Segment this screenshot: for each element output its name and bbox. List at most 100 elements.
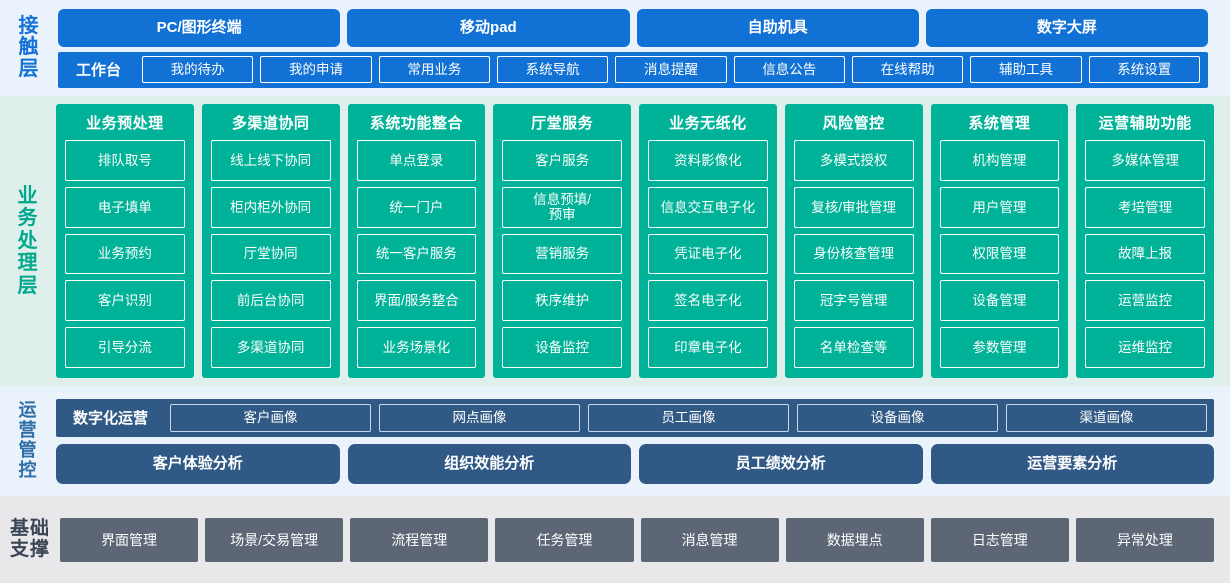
- access-layer-body: PC/图形终端 移动pad 自助机具 数字大屏 工作台 我的待办 我的申请 常用…: [58, 8, 1224, 88]
- business-column-items: 机构管理 用户管理 权限管理 设备管理 参数管理: [939, 140, 1060, 368]
- base-support-layer-label: 基础 支撑: [0, 517, 60, 561]
- business-column-items: 多模式授权 复核/审批管理 身份核查管理 冠字号管理 名单检查等: [793, 140, 914, 368]
- workbench-item-message-reminder[interactable]: 消息提醒: [615, 56, 727, 83]
- business-item[interactable]: 柜内柜外协同: [210, 186, 331, 228]
- business-column-items: 单点登录 统一门户 统一客户服务 界面/服务整合 业务场景化: [356, 140, 477, 368]
- business-item[interactable]: 统一门户: [356, 186, 477, 228]
- portrait-item-branch[interactable]: 网点画像: [379, 403, 581, 432]
- business-item[interactable]: 机构管理: [939, 140, 1060, 181]
- operations-label-char-0: 运: [18, 400, 38, 421]
- business-item[interactable]: 名单检查等: [793, 327, 914, 368]
- business-column-items: 客户服务 信息预填/ 预审 营销服务 秩序维护 设备监控: [502, 140, 622, 368]
- business-item[interactable]: 多模式授权: [793, 140, 914, 181]
- analysis-item-operation-elements[interactable]: 运营要素分析: [930, 443, 1214, 484]
- channel-item-digital-screen[interactable]: 数字大屏: [925, 8, 1208, 47]
- business-item[interactable]: 电子填单: [65, 186, 185, 228]
- business-item[interactable]: 营销服务: [502, 233, 622, 275]
- business-item[interactable]: 身份核查管理: [793, 233, 914, 275]
- business-columns: 业务预处理 排队取号 电子填单 业务预约 客户识别 引导分流 多渠道协同 线上线…: [56, 104, 1214, 378]
- business-item[interactable]: 客户识别: [65, 280, 185, 322]
- business-item[interactable]: 前后台协同: [210, 280, 331, 322]
- analysis-row: 客户体验分析 组织效能分析 员工绩效分析 运营要素分析: [56, 443, 1214, 484]
- business-item[interactable]: 秩序维护: [502, 280, 622, 322]
- portrait-item-device[interactable]: 设备画像: [797, 403, 999, 432]
- business-item[interactable]: 用户管理: [939, 186, 1060, 228]
- workbench-item-online-help[interactable]: 在线帮助: [851, 56, 964, 83]
- channel-item-mobile-pad[interactable]: 移动pad: [347, 8, 630, 47]
- business-item[interactable]: 业务预约: [65, 233, 185, 275]
- business-item[interactable]: 统一客户服务: [356, 233, 477, 275]
- operations-label-char-3: 控: [18, 459, 38, 480]
- business-item[interactable]: 权限管理: [939, 233, 1060, 275]
- business-item[interactable]: 厅堂协同: [210, 233, 331, 275]
- business-column-lobby-service: 厅堂服务 客户服务 信息预填/ 预审 营销服务 秩序维护 设备监控: [493, 104, 631, 378]
- business-column-title: 风险管控: [822, 115, 885, 132]
- base-support-layer: 基础 支撑 界面管理 场景/交易管理 流程管理 任务管理 消息管理 数据埋点 日…: [0, 496, 1230, 583]
- business-item[interactable]: 印章电子化: [648, 327, 768, 368]
- workbench-row: 工作台 我的待办 我的申请 常用业务 系统导航 消息提醒 信息公告 在线帮助 辅…: [58, 51, 1208, 88]
- analysis-item-customer-experience[interactable]: 客户体验分析: [56, 443, 340, 484]
- business-item[interactable]: 资料影像化: [648, 140, 768, 181]
- business-column-title: 系统管理: [968, 115, 1031, 132]
- business-item[interactable]: 故障上报: [1085, 233, 1205, 275]
- business-column-pretreatment: 业务预处理 排队取号 电子填单 业务预约 客户识别 引导分流: [56, 104, 194, 378]
- business-column-items: 多媒体管理 考培管理 故障上报 运营监控 运维监控: [1085, 140, 1205, 368]
- workbench-item-system-navigation[interactable]: 系统导航: [497, 56, 609, 83]
- analysis-item-organization-efficiency[interactable]: 组织效能分析: [347, 443, 631, 484]
- base-item-scenario-transaction-management[interactable]: 场景/交易管理: [205, 517, 344, 562]
- business-item[interactable]: 客户服务: [502, 140, 622, 181]
- business-item[interactable]: 线上线下协同: [210, 140, 331, 181]
- portrait-item-channel[interactable]: 渠道画像: [1006, 403, 1208, 432]
- access-label-char-0: 接: [18, 14, 40, 37]
- channel-item-pc[interactable]: PC/图形终端: [58, 8, 341, 47]
- business-item[interactable]: 凭证电子化: [648, 233, 768, 275]
- base-item-log-management[interactable]: 日志管理: [930, 517, 1069, 562]
- workbench-item-my-application[interactable]: 我的申请: [260, 56, 372, 83]
- business-item[interactable]: 设备监控: [502, 327, 622, 368]
- digital-operations-row: 数字化运营 客户画像 网点画像 员工画像 设备画像 渠道画像: [56, 398, 1214, 437]
- base-item-process-management[interactable]: 流程管理: [350, 517, 489, 562]
- analysis-item-employee-performance[interactable]: 员工绩效分析: [639, 443, 923, 484]
- business-item[interactable]: 设备管理: [939, 280, 1060, 322]
- portrait-item-customer[interactable]: 客户画像: [170, 403, 372, 432]
- business-item[interactable]: 排队取号: [65, 140, 185, 181]
- base-item-message-management[interactable]: 消息管理: [640, 517, 779, 562]
- base-label-line-0: 基础: [9, 517, 50, 539]
- business-item[interactable]: 签名电子化: [648, 280, 768, 322]
- base-item-exception-handling[interactable]: 异常处理: [1075, 517, 1214, 562]
- workbench-item-common-business[interactable]: 常用业务: [378, 56, 490, 83]
- workbench-title: 工作台: [76, 62, 122, 79]
- business-item[interactable]: 信息预填/ 预审: [502, 186, 622, 228]
- business-column-title: 运营辅助功能: [1098, 115, 1192, 132]
- business-item[interactable]: 多媒体管理: [1085, 140, 1205, 181]
- business-item[interactable]: 参数管理: [939, 327, 1060, 368]
- access-layer: 接 触 层 PC/图形终端 移动pad 自助机具 数字大屏 工作台 我的待办 我…: [0, 0, 1230, 96]
- business-item[interactable]: 单点登录: [356, 140, 477, 181]
- business-item[interactable]: 运维监控: [1085, 327, 1205, 368]
- business-column-multichannel: 多渠道协同 线上线下协同 柜内柜外协同 厅堂协同 前后台协同 多渠道协同: [201, 104, 340, 378]
- base-item-task-management[interactable]: 任务管理: [495, 517, 634, 562]
- business-item[interactable]: 冠字号管理: [793, 280, 914, 322]
- business-item[interactable]: 界面/服务整合: [356, 280, 477, 322]
- business-item[interactable]: 信息交互电子化: [648, 186, 768, 228]
- base-item-ui-management[interactable]: 界面管理: [60, 517, 199, 562]
- workbench-item-my-todo[interactable]: 我的待办: [142, 56, 254, 83]
- business-item[interactable]: 复核/审批管理: [793, 186, 914, 228]
- channel-item-self-service[interactable]: 自助机具: [636, 8, 919, 47]
- workbench-item-system-settings[interactable]: 系统设置: [1088, 56, 1200, 83]
- business-item[interactable]: 多渠道协同: [210, 327, 331, 368]
- business-item[interactable]: 运营监控: [1085, 280, 1205, 322]
- business-column-system-management: 系统管理 机构管理 用户管理 权限管理 设备管理 参数管理: [930, 104, 1069, 378]
- business-item[interactable]: 考培管理: [1085, 186, 1205, 228]
- business-column-title: 厅堂服务: [531, 115, 594, 132]
- business-item[interactable]: 业务场景化: [356, 327, 477, 368]
- workbench-item-info-announcement[interactable]: 信息公告: [733, 56, 845, 83]
- base-label-line-1: 支撑: [9, 538, 50, 560]
- portrait-item-employee[interactable]: 员工画像: [588, 403, 790, 432]
- business-label-char-1: 务: [17, 207, 39, 230]
- base-item-data-tracking[interactable]: 数据埋点: [785, 517, 924, 562]
- business-column-risk-control: 风险管控 多模式授权 复核/审批管理 身份核查管理 冠字号管理 名单检查等: [784, 104, 923, 378]
- business-column-items: 排队取号 电子填单 业务预约 客户识别 引导分流: [65, 140, 185, 368]
- business-item[interactable]: 引导分流: [65, 327, 185, 368]
- workbench-item-auxiliary-tools[interactable]: 辅助工具: [970, 56, 1082, 83]
